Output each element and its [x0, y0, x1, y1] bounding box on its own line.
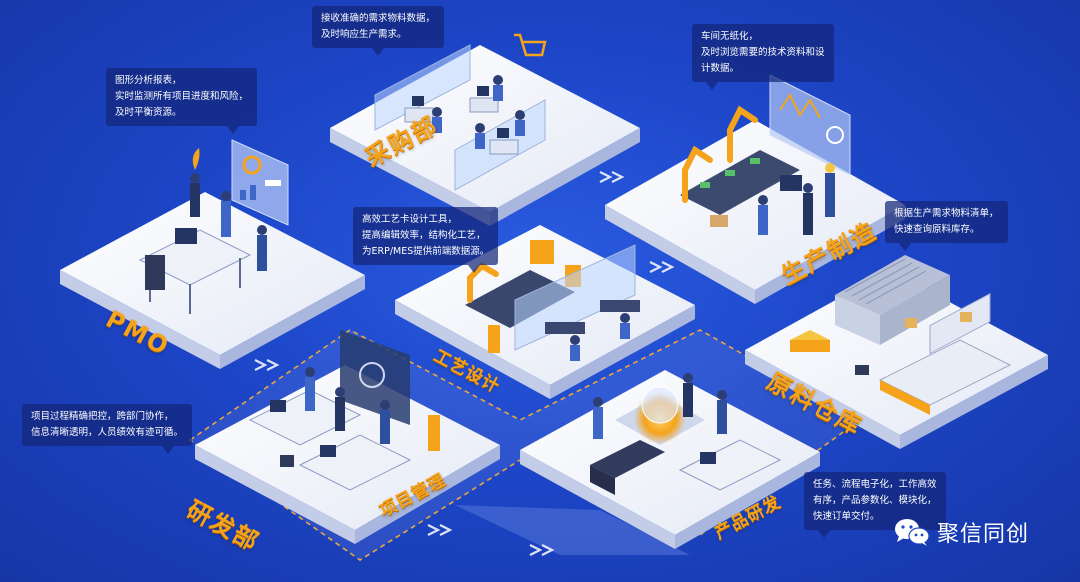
platform-warehouse [745, 270, 1048, 449]
wechat-icon [895, 519, 930, 546]
callout-procurement: 接收准确的需求物料数据， 及时响应生产需求。 [312, 6, 445, 56]
callout-line: 实时监测所有项目进度和风险， [115, 91, 249, 102]
callout-line: 计数据。 [701, 63, 740, 74]
callout-line: 根据生产需求物料清单， [894, 208, 999, 219]
callout-line: 项目过程精确把控，跨部门协作， [31, 411, 174, 422]
robot-arm [727, 105, 758, 163]
platform-production [605, 120, 905, 304]
brand-watermark: 聚信同创 [893, 516, 1029, 548]
callout-pmo: 图形分析报表， 实时监测所有项目进度和风险， 及时平衡资源。 [106, 68, 258, 134]
callout-line: 及时平衡资源。 [115, 107, 182, 118]
callout-line: 及时浏览需要的技术资料和设 [701, 47, 825, 58]
callout-line: 图形分析报表， [115, 75, 182, 86]
callout-production: 车间无纸化， 及时浏览需要的技术资料和设 计数据。 [692, 24, 834, 90]
callout-line: 车间无纸化， [701, 31, 759, 42]
callout-warehouse: 根据生产需求物料清单， 快速查询原料库存。 [885, 201, 1008, 251]
callout-process: 高效工艺卡设计工具， 提高编辑效率，结构化工艺， 为ERP/MES提供前端数据源… [353, 207, 499, 273]
callout-line: 及时响应生产需求。 [321, 29, 407, 40]
platform-pmo [60, 192, 365, 369]
project-office [248, 330, 440, 491]
production-line [680, 74, 851, 235]
callout-line: 接收准确的需求物料数据， [321, 13, 436, 24]
walkway [455, 505, 690, 555]
callout-line: 有序，产品参数化、模块化， [813, 495, 937, 506]
cart-icon [514, 33, 547, 57]
callout-line: 任务、流程电子化，工作高效 [813, 479, 937, 490]
warehouse-building [790, 255, 1012, 415]
product-lab [590, 373, 782, 495]
pmo-office [138, 139, 289, 314]
callout-line: 快速订单交付。 [813, 511, 880, 522]
callout-line: 信息清晰透明，人员绩效有迹可循。 [31, 427, 184, 438]
procurement-office [374, 33, 547, 191]
brand-name: 聚信同创 [937, 522, 1030, 547]
callout-line: 为ERP/MES提供前端数据源。 [362, 246, 490, 257]
callout-product: 任务、流程电子化，工作高效 有序，产品参数化、模块化， 快速订单交付。 [804, 472, 946, 538]
callout-line: 快速查询原料库存。 [894, 224, 980, 235]
callout-line: 提高编辑效率，结构化工艺， [362, 230, 486, 241]
callout-line: 高效工艺卡设计工具， [362, 214, 458, 225]
robot-arm [682, 145, 713, 203]
callout-project: 项目过程精确把控，跨部门协作， 信息清晰透明，人员绩效有迹可循。 [22, 404, 193, 454]
